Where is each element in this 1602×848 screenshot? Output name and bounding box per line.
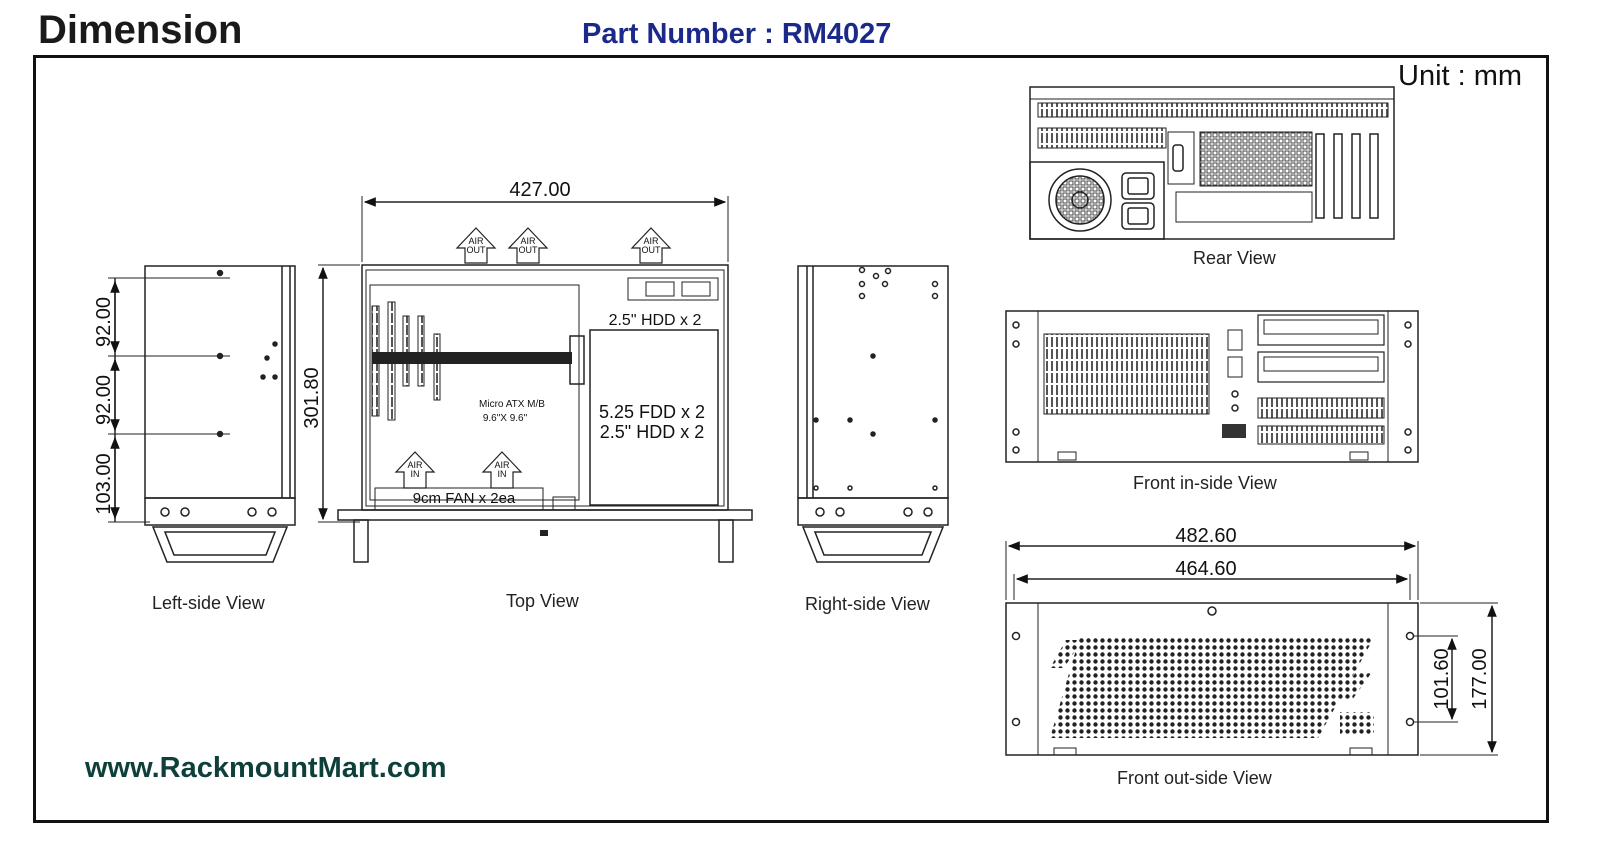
fdd-label: 5.25 FDD x 2 [599, 402, 705, 422]
left-side-view: 92.00 92.00 103.00 [93, 265, 296, 563]
air-out-1-line2: OUT [467, 245, 487, 255]
mb-label-line2: 9.6"X 9.6" [483, 413, 528, 424]
dim-height: 177.00 [1469, 648, 1491, 709]
drawing-frame [33, 55, 1549, 823]
dim-mount-spacing: 101.60 [1431, 648, 1453, 709]
front-outside-view-label: Front out-side View [1117, 768, 1272, 788]
air-in-1-line2: IN [411, 469, 420, 479]
front-outside-view: 482.60 464.60 101.60 177.00 [1005, 525, 1498, 756]
air-in-2-line2: IN [498, 469, 507, 479]
hdd-bay-label: 2.5" HDD x 2 [600, 422, 704, 442]
front-inside-view [1005, 310, 1419, 463]
dim-left-seg3: 103.00 [93, 453, 115, 514]
air-out-3-line1: AIR [643, 236, 659, 246]
air-out-3-line2: OUT [642, 245, 662, 255]
dim-overall-width: 482.60 [1175, 525, 1236, 547]
part-number: Part Number : RM4027 [582, 18, 892, 50]
left-side-view-label: Left-side View [152, 593, 265, 613]
dim-left-seg1: 92.00 [93, 297, 115, 347]
air-out-2-line1: AIR [520, 236, 536, 246]
top-view-label: Top View [506, 591, 579, 611]
air-in-2-line1: AIR [494, 460, 510, 470]
page-title: Dimension [38, 8, 243, 52]
right-side-view-label: Right-side View [805, 594, 930, 614]
top-view: 427.00 301.80 [301, 179, 753, 563]
dim-body-width: 464.60 [1175, 558, 1236, 580]
air-out-1-line1: AIR [468, 236, 484, 246]
air-in-1-line1: AIR [407, 460, 423, 470]
front-inside-view-label: Front in-side View [1133, 473, 1277, 493]
dim-depth: 301.80 [301, 367, 323, 428]
website-link[interactable]: www.RackmountMart.com [85, 752, 447, 784]
fan-label: 9cm FAN x 2ea [413, 490, 516, 507]
dim-left-seg2: 92.00 [93, 375, 115, 425]
mb-label-line1: Micro ATX M/B [479, 399, 545, 410]
dim-top-width: 427.00 [509, 179, 570, 201]
air-out-2-line2: OUT [519, 245, 539, 255]
unit-label: Unit : mm [1398, 60, 1523, 92]
rear-view [1029, 86, 1395, 240]
hdd-top-label: 2.5" HDD x 2 [609, 312, 702, 329]
right-side-view [797, 265, 949, 563]
rear-view-label: Rear View [1193, 248, 1276, 268]
